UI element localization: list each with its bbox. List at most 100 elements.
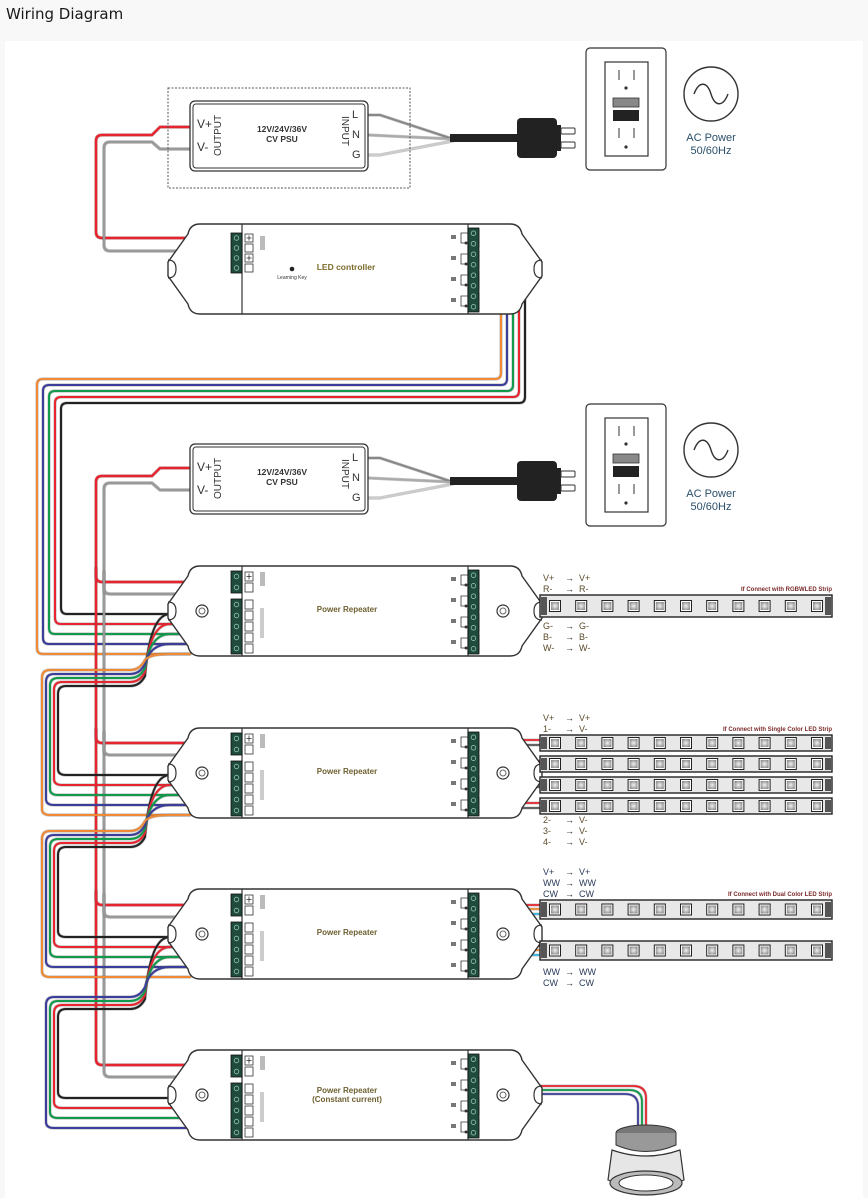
terminal-screw [470,604,477,610]
controller-title: LED controller [317,262,376,272]
channel-dot [464,1088,468,1092]
mount-slot-left [167,763,177,783]
led-strip-single-3 [539,776,833,794]
terminal-screw [233,807,240,814]
terminal-label-box [244,805,254,816]
dual-top-map-arrow: → [565,889,574,899]
channel-bracket [460,757,469,769]
ac-frequency-label: 50/60Hz [691,145,732,157]
psu-v-minus-label: V- [197,483,208,497]
channel-bracket [460,574,469,586]
led-emitter [786,602,795,610]
ac-power-label: AC Power [686,132,736,144]
channel-dot [464,1067,468,1071]
single-bottom-map-from: 2- [543,815,551,825]
single-top-map-from: 1- [543,724,551,734]
single-bottom-map-to: V- [579,826,588,836]
led-emitter [551,760,559,768]
plug-prong-bottom [560,141,576,149]
psu-enclosure [167,87,411,189]
strip-pads-left [541,737,547,749]
wire-passthrough-0-1 [53,623,191,786]
terminal-screw [233,735,240,742]
terminal-screw [470,1067,477,1073]
signal-input-label [260,931,264,961]
terminal-label-box [244,1127,254,1138]
ac-sine-icon [683,66,739,122]
labels: If Connect with RGBWLED StripV+→V+R-→R-G… [543,573,832,988]
cable-gland-right [496,604,510,618]
led-emitter [603,781,612,789]
strip-pads-right [825,943,831,958]
wire-repeater-vminus-1 [102,731,192,757]
terminal-screw [470,1077,477,1083]
terminal-screw [470,572,477,578]
channel-bracket [460,616,469,628]
terminal-screw [233,1085,240,1092]
strip-pads-right [825,800,831,812]
plug-prong-top [560,470,576,478]
led-emitter [577,781,586,789]
led-emitter [682,602,690,610]
channel-bracket [460,799,469,811]
terminal-screw [470,948,477,954]
power-repeater-4: Power Repeater(Constant current) [167,1049,543,1141]
channel-dot [464,646,468,650]
channel-mark [451,298,456,302]
terminal-screw [470,766,477,772]
cable-gland-left-inner [198,1091,206,1099]
led-emitter [682,946,690,955]
terminal-label-box [244,599,254,610]
strip-pads-right [825,758,831,770]
wire-repeater-vminus-0 [102,570,192,596]
single-bottom-map-from: 3- [543,826,551,836]
wire-passthrough-2-3 [45,966,191,1129]
strip-pads-left [541,800,547,812]
terminal-label-box [244,621,254,632]
terminal-screw [470,734,477,740]
terminal-label-box [244,783,254,794]
terminal-label-box [244,944,254,955]
terminal-screw [470,241,477,247]
channel-dot [464,948,468,952]
channel-bracket [460,232,469,244]
learning-key-button [289,266,295,272]
terminal-screw [233,634,240,641]
single-top-map-to: V- [579,724,588,734]
terminal-screw [470,614,477,620]
led-emitter [682,905,690,914]
channel-bracket [460,736,469,748]
wire-psu1-vminus [102,140,192,253]
rgbw-bottom-map-to: G- [579,621,589,631]
cable-gland-left-inner [198,607,206,615]
mount-slot-right [533,924,543,944]
led-emitter [551,781,559,789]
ac-wire-l [367,114,454,140]
strip-pads-left [541,902,547,917]
led-emitter [629,760,638,768]
rgbw-top-map-arrow: → [565,584,574,594]
led-emitter [813,905,821,914]
terminal-screw [233,746,240,753]
channel-mark [451,1124,456,1128]
plug-icon [517,118,557,158]
mount-slot-left [167,924,177,944]
channel-bracket [460,939,469,951]
led-emitter [629,602,638,610]
led-emitter [760,781,769,789]
terminal-screw [233,1068,240,1075]
terminal-screw [233,1057,240,1064]
terminal-label-box [244,1105,254,1116]
channel-mark [451,760,456,764]
channel-bracket [460,918,469,930]
dual-caption: If Connect with Dual Color LED Strip [728,892,832,898]
terminal-screw [233,946,240,953]
wire-repeater-vplus-2-outline [94,889,192,907]
led-emitter [629,802,638,810]
wire-passthrough-0-4 [41,653,191,816]
channel-mark [451,963,456,967]
wire-passthrough-1-0 [57,774,191,938]
